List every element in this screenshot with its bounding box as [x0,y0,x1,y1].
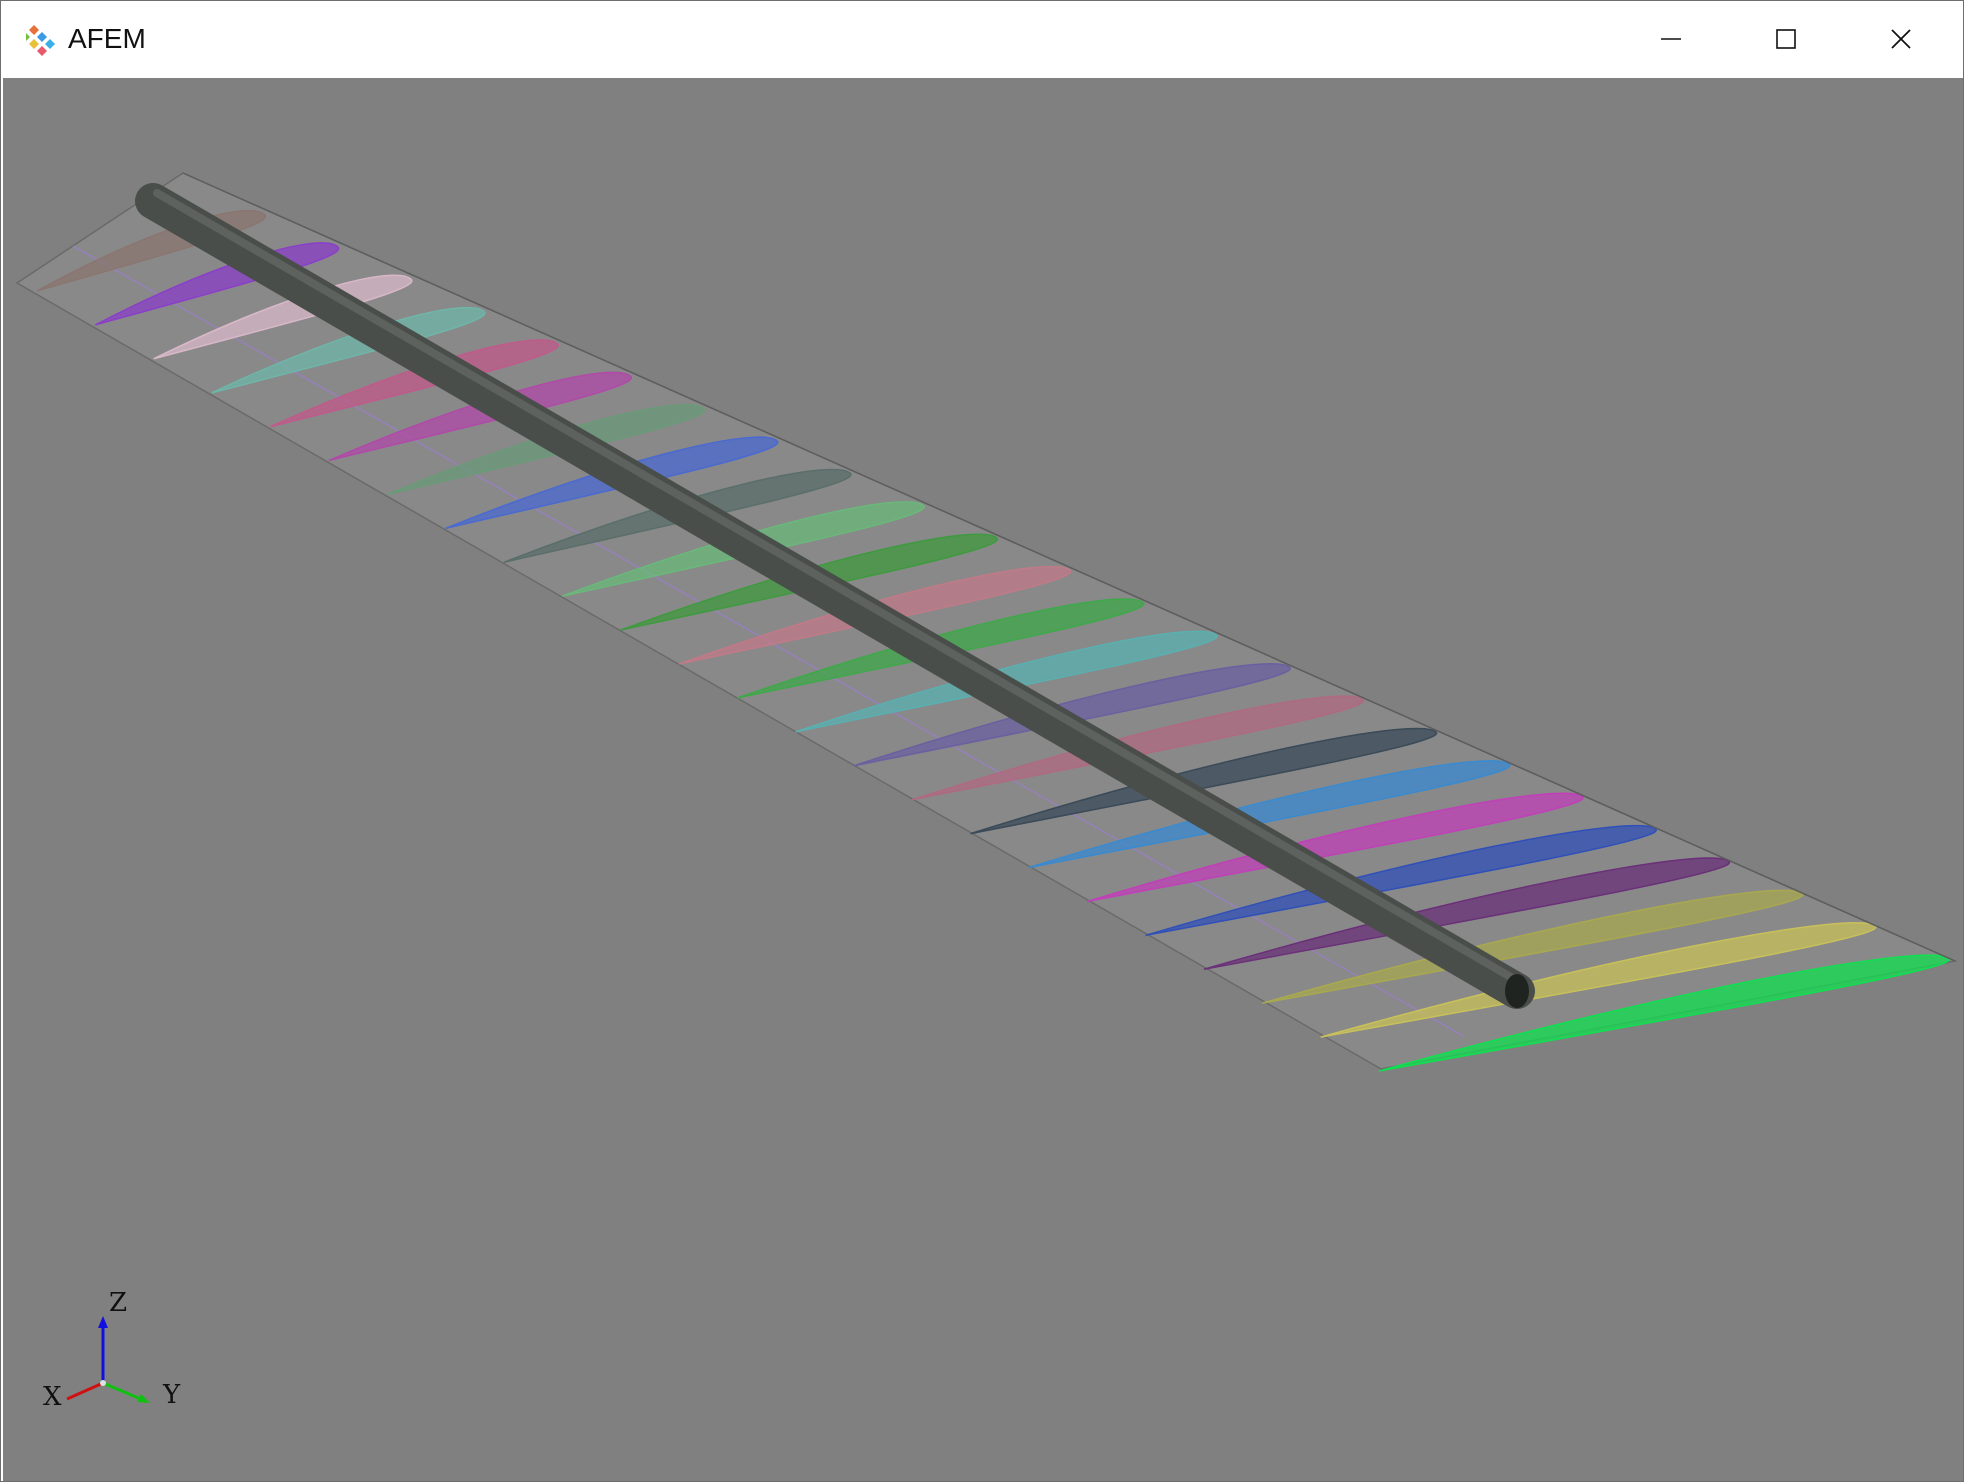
3d-viewport[interactable]: Z Y X [3,78,1963,1481]
minimize-icon [1660,38,1681,40]
z-axis-label: Z [109,1288,128,1318]
wing-model[interactable] [3,78,1963,1481]
close-button[interactable] [1843,1,1958,77]
window-title: AFEM [68,23,146,54]
x-axis-label: X [43,1382,62,1412]
spar-cylinder[interactable] [135,183,1535,1009]
rib-5[interactable] [270,339,559,428]
close-icon [1890,29,1911,49]
rib-21[interactable] [1203,857,1731,970]
rib-6[interactable] [328,371,632,462]
axis-triad: Z Y X [23,1268,203,1468]
y-axis-label: Y [163,1380,181,1410]
wing-leading-edge [182,172,1956,962]
maximize-icon [1775,29,1796,49]
rib-20[interactable] [1145,824,1657,937]
spar-highlight [153,189,1525,987]
axis-triad-graphic [66,1316,150,1403]
minimize-button[interactable] [1613,1,1728,77]
spar-end-cap [1505,974,1529,1008]
rib-17[interactable] [970,727,1438,835]
rib-23[interactable] [1320,922,1877,1038]
afem-logo-icon [26,25,55,56]
maximize-button[interactable] [1728,1,1843,77]
rib-22[interactable] [1262,889,1804,1004]
title-bar[interactable]: AFEM [1,1,1963,77]
rib-18[interactable] [1028,760,1511,869]
rib-19[interactable] [1087,792,1584,903]
rib-4[interactable] [211,306,486,394]
